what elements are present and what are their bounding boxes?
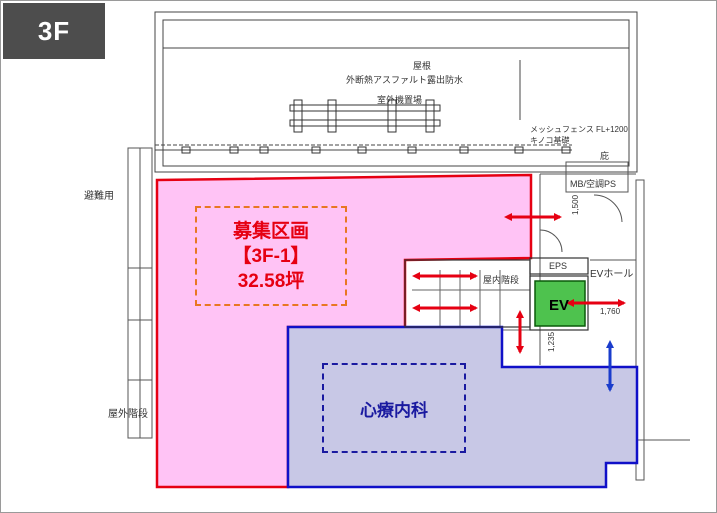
tenant-box: 心療内科 [322, 363, 466, 453]
dim-1500: 1,500 [571, 194, 580, 215]
fence-label: メッシュフェンス FL+1200 [530, 125, 628, 134]
dim-1760: 1,760 [600, 307, 621, 316]
floor-badge: 3F [3, 3, 105, 59]
recruit-area-size: 32.58坪 [237, 270, 305, 292]
right-structures [539, 161, 690, 481]
recruit-code: 【3F-1】 [232, 245, 310, 267]
evac-stair-structure [127, 147, 153, 439]
mb-label: MB/空調PS [570, 179, 617, 189]
roof-title: 屋根 [413, 61, 432, 71]
tenant-area [286, 325, 639, 489]
red-arrows [412, 213, 626, 354]
eps-label: EPS [549, 261, 568, 271]
recruit-box: 募集区画 【3F-1】 32.58坪 [195, 206, 347, 306]
ev-box [534, 280, 586, 327]
recruit-title: 募集区画 [232, 220, 309, 242]
dim-1235: 1,235 [547, 331, 556, 352]
ev-hall-label: EVホール [590, 269, 634, 280]
fence-sub-label: キノコ基礎 [530, 136, 570, 145]
outdoor-unit-label: 室外機置場 [377, 95, 423, 105]
roof-posts [181, 146, 571, 154]
roof-outline [154, 11, 638, 173]
tenant-name: 心療内科 [360, 400, 428, 420]
ev-label: EV [548, 296, 569, 314]
inner-stairs-label: 屋内階段 [483, 275, 520, 285]
outdoor-unit-rack [289, 99, 441, 133]
niwa-label: 庇 [600, 151, 610, 161]
evac-label: 避難用 [84, 191, 114, 202]
roof-waterproof-label: 外断熱アスファルト露出防水 [346, 75, 464, 85]
outer-stairs-label: 屋外階段 [108, 409, 148, 420]
